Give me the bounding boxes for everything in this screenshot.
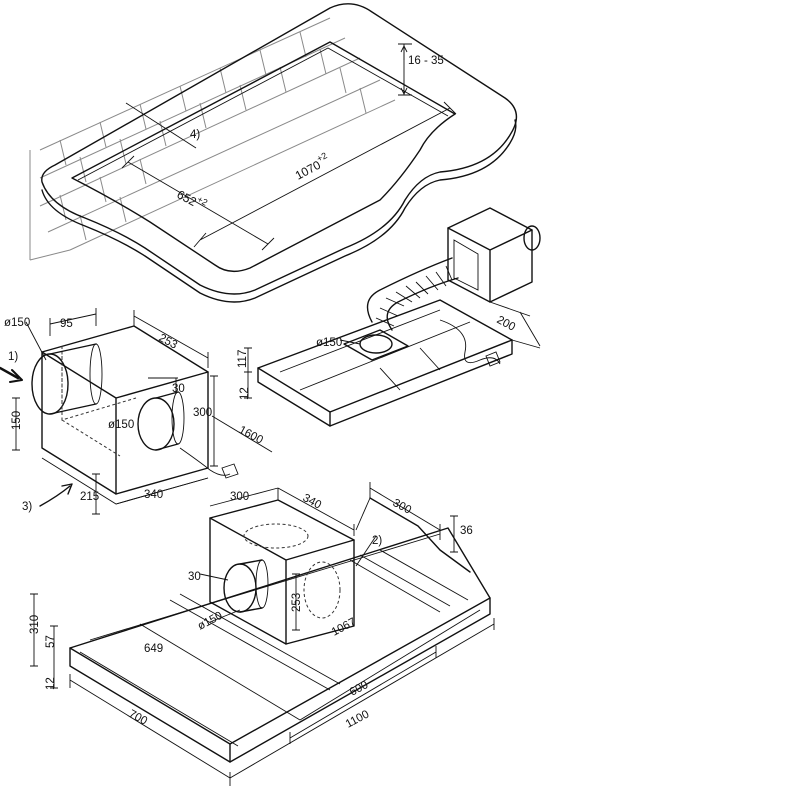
hood-with-external-fan: 117 12 ø150 200 bbox=[237, 207, 541, 427]
dim-36: 36 bbox=[460, 525, 473, 537]
dim-150-b: ø150 bbox=[196, 610, 225, 633]
dim-30-b: 30 bbox=[188, 571, 201, 583]
dim-200: 200 bbox=[495, 314, 518, 334]
hood-with-integrated-fan: 300 340 300 36 2) 310 57 12 30 253 ø150 … bbox=[29, 482, 495, 786]
cutout-depth-label: 652+2 bbox=[175, 185, 210, 214]
frame-depth-label: 16 - 35 bbox=[408, 55, 444, 67]
dim-253-b: 253 bbox=[291, 593, 303, 612]
dim-649: 649 bbox=[144, 643, 163, 655]
dim-1067: 1067 bbox=[330, 616, 358, 639]
dim-117: 117 bbox=[237, 350, 249, 368]
cutout-width-label: 1070+2 bbox=[291, 150, 332, 182]
dim-12-top: 12 bbox=[239, 387, 251, 400]
dim-310: 310 bbox=[29, 615, 41, 634]
callout-1: 1) bbox=[8, 351, 18, 363]
dim-215: 215 bbox=[80, 491, 99, 503]
dim-1600: 1600 bbox=[237, 424, 265, 447]
fan-unit: 1) 3) ø150 95 253 150 30 ø150 300 1600 2… bbox=[0, 308, 273, 515]
dim-340-a: 340 bbox=[144, 489, 163, 501]
dim-95: 95 bbox=[60, 318, 73, 330]
fan-inlet-dia: ø150 bbox=[4, 317, 30, 329]
flexible-duct bbox=[366, 257, 459, 331]
callout-3: 3) bbox=[22, 501, 32, 513]
dim-340-b: 340 bbox=[301, 492, 324, 512]
frame-dimensions: 16 - 35 4) 1070+2 652+2 bbox=[121, 43, 457, 251]
dim-30-a: 30 bbox=[172, 383, 185, 395]
ceiling-cutout-frame bbox=[41, 3, 518, 303]
brick-wall bbox=[29, 17, 396, 261]
dim-300-a: 300 bbox=[193, 407, 212, 419]
dim-57: 57 bbox=[45, 635, 57, 648]
dim-1100: 1100 bbox=[344, 708, 371, 730]
dim-300-b: 300 bbox=[230, 491, 249, 503]
duct-dia-top: ø150 bbox=[316, 337, 342, 349]
dim-253-top: 253 bbox=[157, 332, 180, 352]
dim-150: 150 bbox=[11, 411, 23, 430]
fan-outlet-dia: ø150 bbox=[108, 419, 134, 431]
callout-4: 4) bbox=[190, 129, 200, 141]
dim-12-bottom: 12 bbox=[45, 677, 57, 690]
dim-600: 600 bbox=[348, 679, 371, 699]
callout-2: 2) bbox=[372, 535, 382, 547]
dim-300-c: 300 bbox=[391, 497, 414, 517]
